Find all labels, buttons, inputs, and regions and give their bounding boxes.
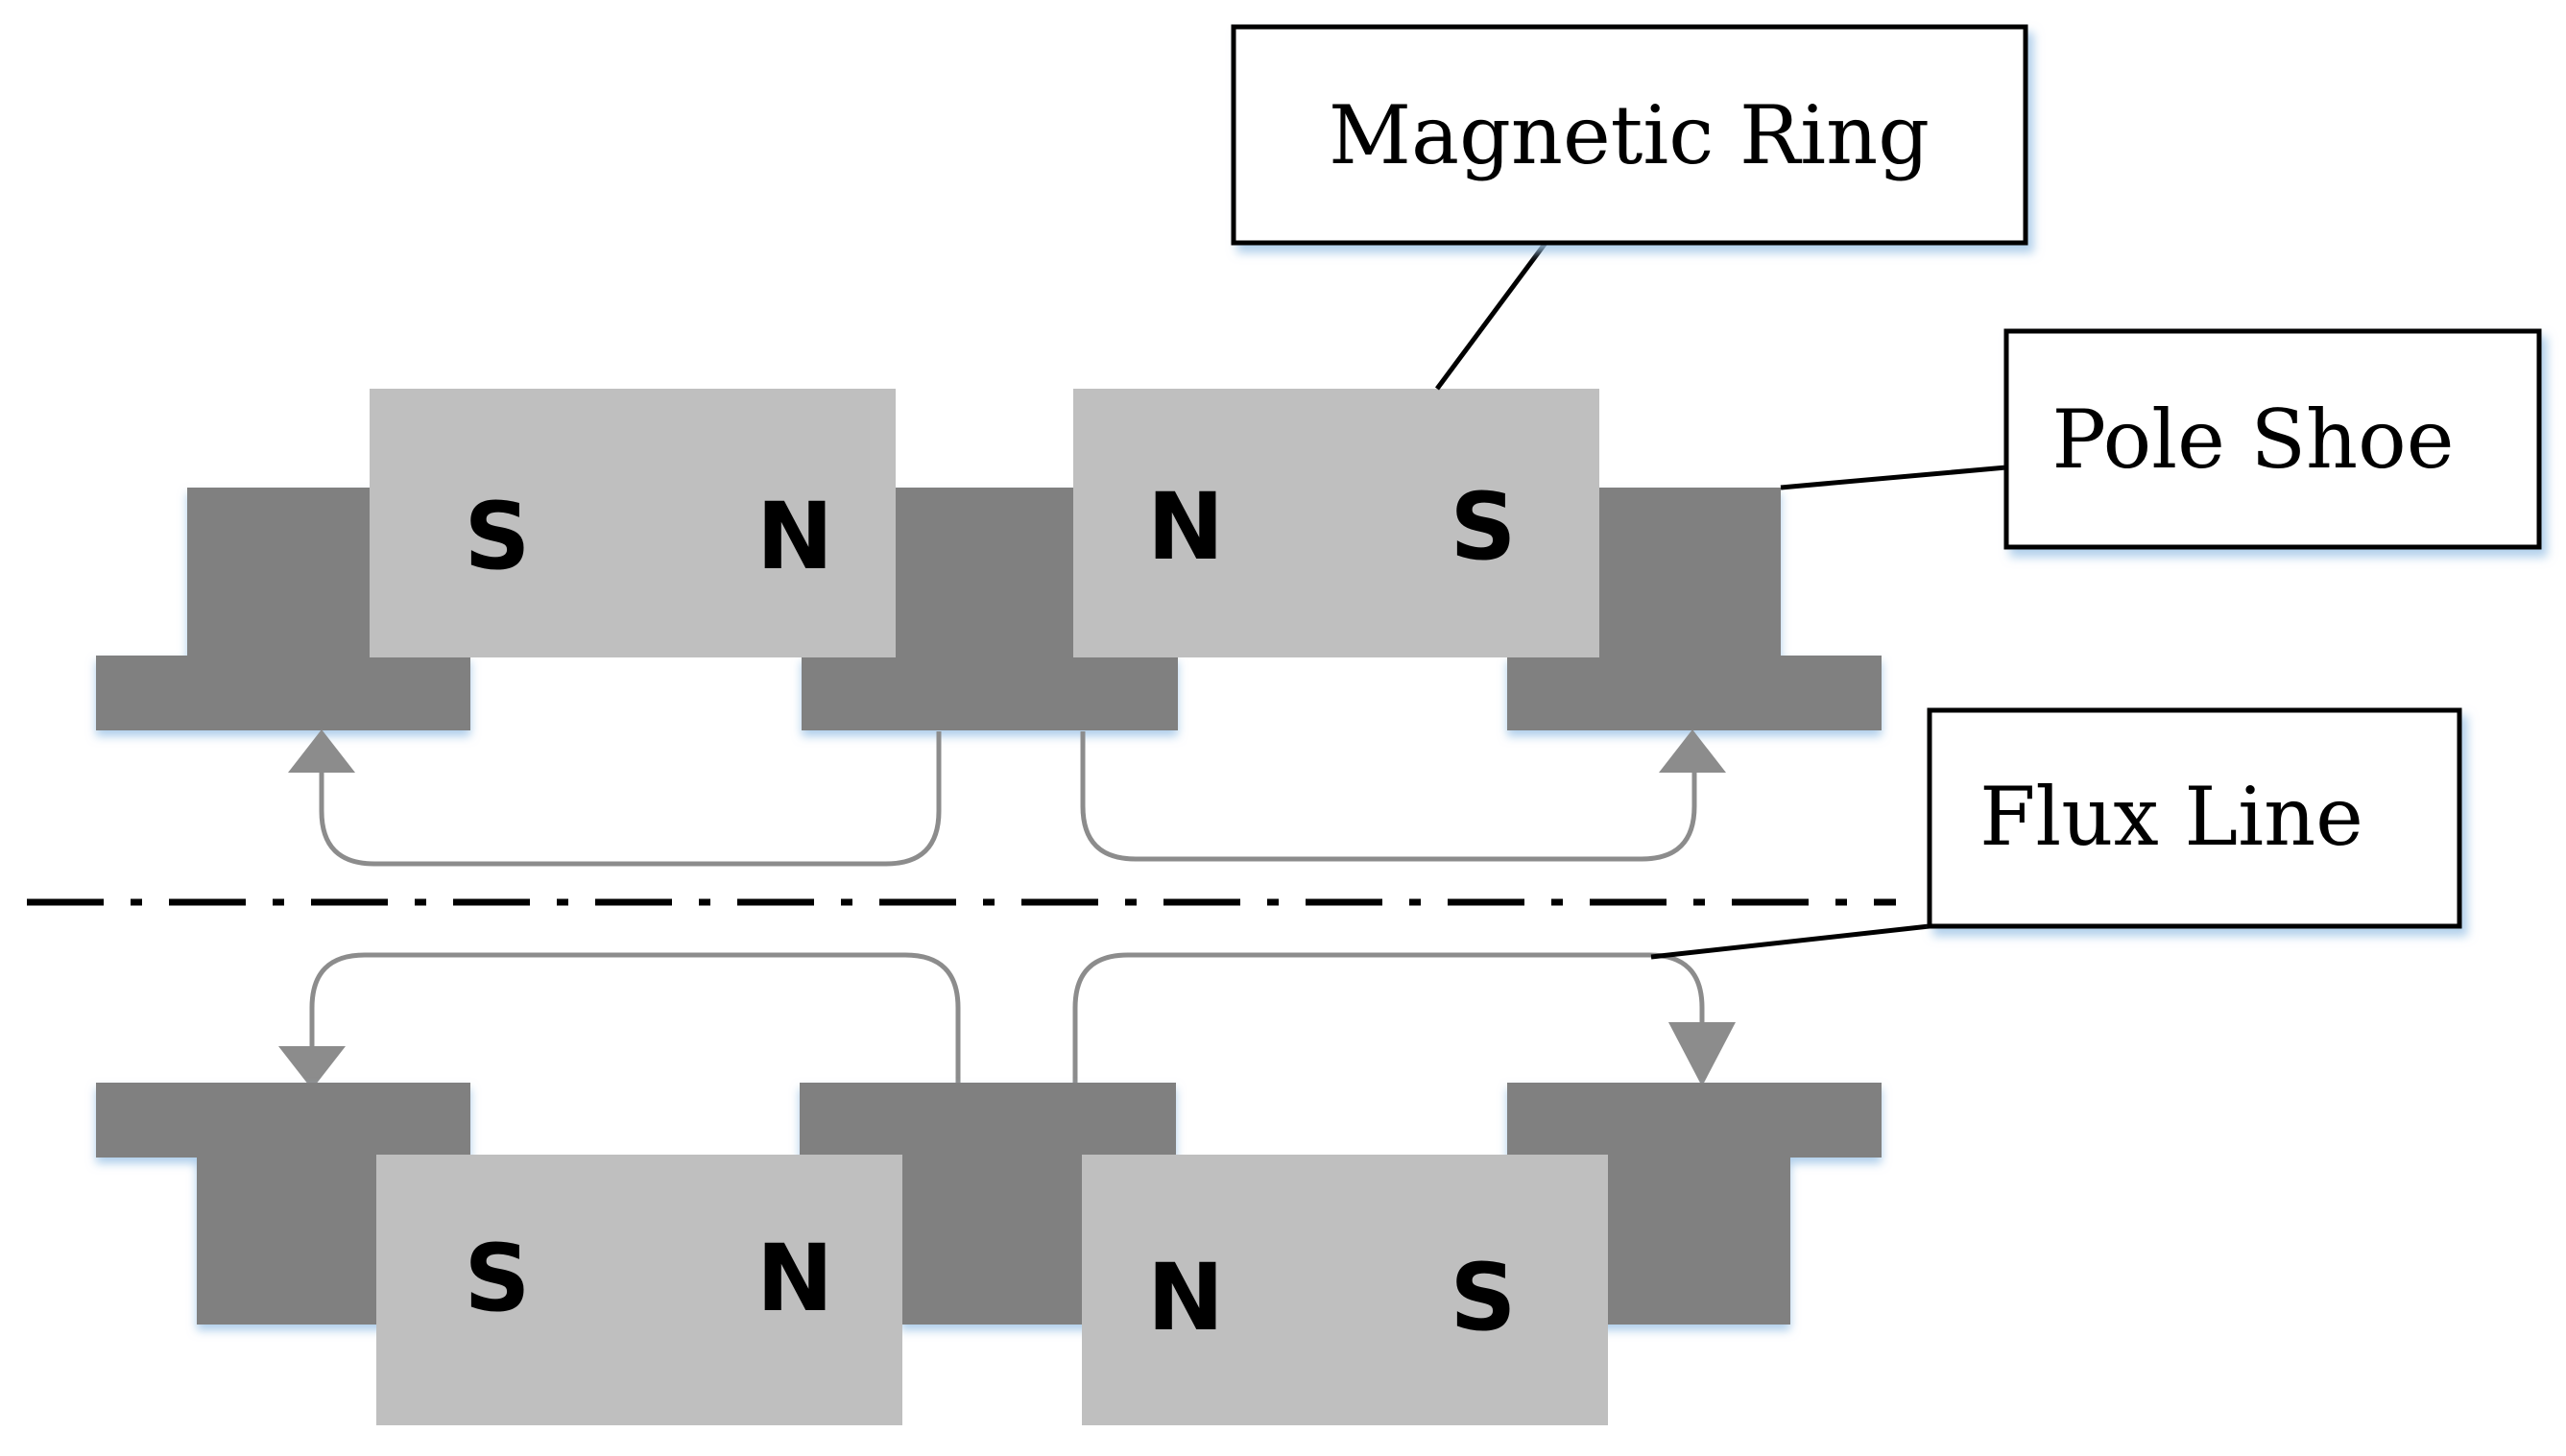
pole-shoe-callout-box <box>2003 328 2542 550</box>
bottom-left-flux-path <box>309 952 961 1085</box>
top-right-flux-arrowhead <box>1659 729 1726 773</box>
bottom-right-flux-arrowhead <box>1668 1022 1736 1086</box>
top-middle-pole-shoe-body <box>888 488 1080 660</box>
flux-line-callout <box>1927 707 2462 929</box>
bottom-flux-lines <box>309 952 1705 1085</box>
bottom-right-magnet-left-pole: N <box>1147 1244 1224 1351</box>
top-middle-pole-shoe-flange <box>802 656 1178 730</box>
top-left-flux-arrowhead <box>288 729 355 773</box>
top-right-flux-path <box>1080 731 1697 862</box>
top-left-flux-path <box>319 731 942 867</box>
bottom-right-pole-shoe-flange <box>1507 1083 1882 1158</box>
bottom-assembly: S N N S <box>96 1083 1882 1425</box>
top-right-pole-shoe-flange <box>1507 656 1882 730</box>
top-flux-lines <box>319 731 1697 867</box>
bottom-left-magnet-right-pole: N <box>756 1225 833 1332</box>
pole-shoe-callout <box>2003 328 2542 550</box>
bottom-right-pole-shoe-body <box>1598 1152 1790 1325</box>
bottom-left-pole-shoe-flange <box>96 1083 470 1158</box>
bottom-left-magnet-left-pole: S <box>464 1225 530 1332</box>
bottom-right-magnet <box>1082 1155 1608 1425</box>
top-left-magnet-right-pole: N <box>756 483 833 590</box>
top-left-pole-shoe-body <box>187 488 379 660</box>
top-left-magnet-left-pole: S <box>464 483 530 590</box>
magnetic-ring-label: Magnetic Ring <box>1329 88 1930 182</box>
magnetic-ring-callout-box <box>1231 24 2028 246</box>
bottom-left-pole-shoe-body <box>197 1152 389 1325</box>
top-right-magnet <box>1073 389 1599 657</box>
bottom-right-magnet-right-pole: S <box>1450 1244 1516 1351</box>
bottom-left-flux-arrowhead <box>278 1046 346 1089</box>
pole-shoe-leader-line <box>1780 465 2007 490</box>
magnetic-ring-callout <box>1231 24 2028 246</box>
top-left-pole-shoe-flange <box>96 656 470 730</box>
top-right-magnet-right-pole: S <box>1450 473 1516 581</box>
bottom-middle-pole-shoe-body <box>900 1152 1092 1325</box>
bottom-pole-shoes <box>96 1083 1882 1325</box>
flux-line-leader-line <box>1650 923 1930 960</box>
top-right-magnet-left-pole: N <box>1147 473 1224 581</box>
bottom-right-flux-path <box>1072 952 1705 1085</box>
top-right-pole-shoe-body <box>1594 488 1781 660</box>
top-assembly: S N N S <box>96 389 1882 730</box>
pole-shoe-label: Pole Shoe <box>2052 393 2455 487</box>
bottom-left-magnet <box>376 1155 902 1425</box>
magnetic-ring-leader-line <box>1434 241 1548 391</box>
flux-line-label: Flux Line <box>1979 770 2363 864</box>
top-pole-shoes <box>96 488 1882 730</box>
bottom-middle-pole-shoe-flange <box>800 1083 1176 1158</box>
flux-line-callout-box <box>1927 707 2462 929</box>
top-left-magnet <box>370 389 896 657</box>
